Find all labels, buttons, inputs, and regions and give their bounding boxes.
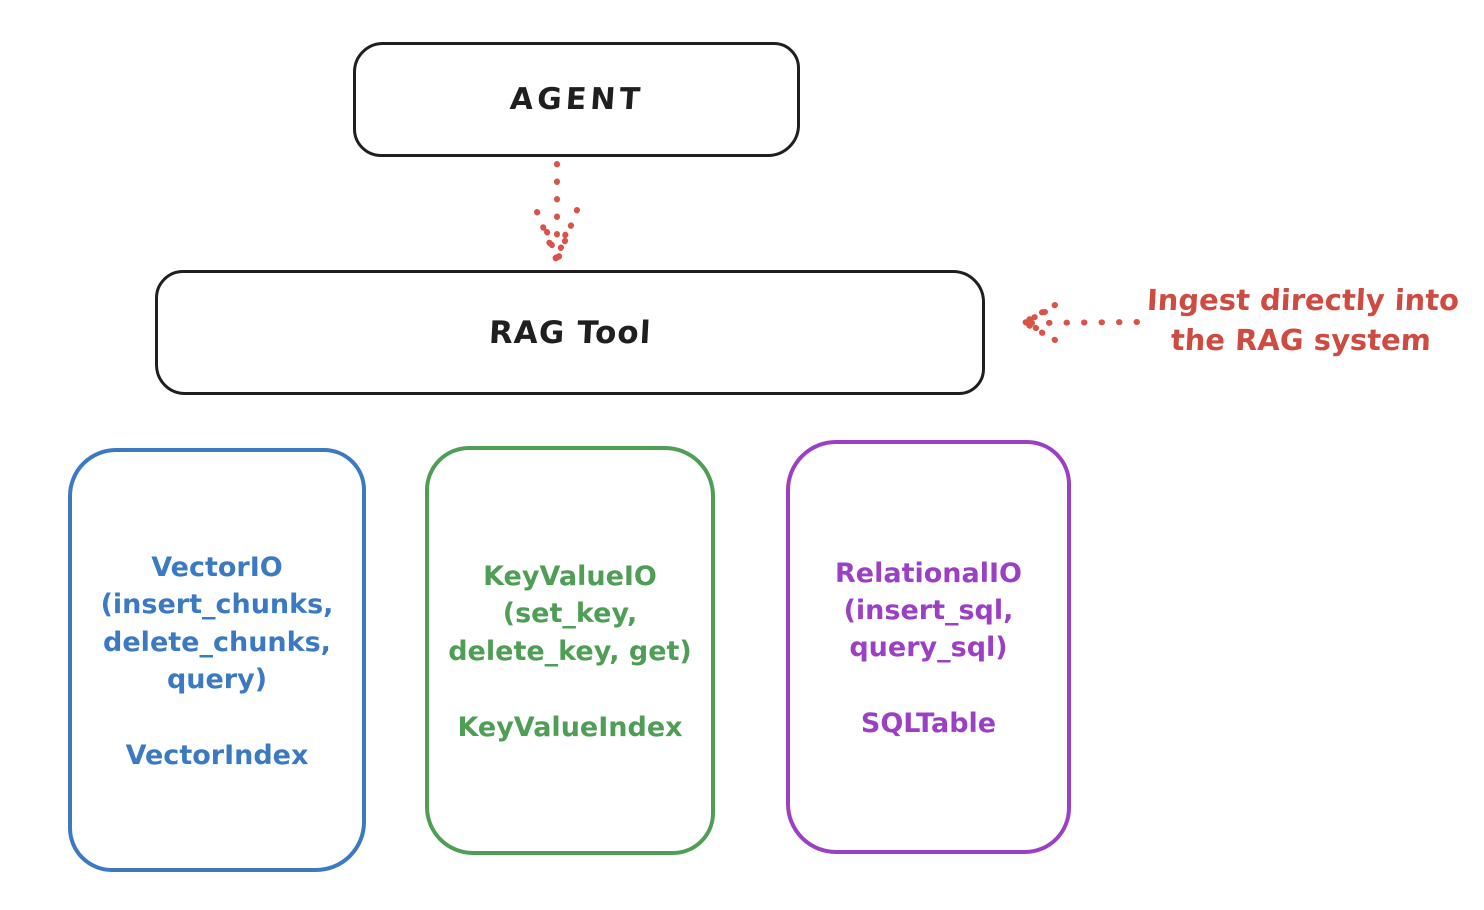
relational-io-index-label: SQLTable [860,708,997,740]
vector-io-node: VectorIO (insert_chunks, delete_chunks, … [68,448,366,872]
key-value-io-title: KeyValueIO (set_key, delete_key, get) [448,561,692,667]
key-value-io-index-label: KeyValueIndex [457,711,683,743]
agent-node: AGENT [353,42,800,157]
agent-label: AGENT [508,82,645,117]
key-value-io-node: KeyValueIO (set_key, delete_key, get) Ke… [425,446,715,855]
relational-io-node: RelationalIO (insert_sql, query_sql) SQL… [786,440,1071,854]
rag-tool-label: RAG Tool [487,314,653,351]
ingest-annotation-arrow-icon [1018,302,1140,343]
rag-tool-node: RAG Tool [155,270,985,395]
vector-io-index-label: VectorIndex [125,740,309,771]
relational-io-title: RelationalIO (insert_sql, query_sql) [835,557,1022,664]
vector-io-title: VectorIO (insert_chunks, delete_chunks, … [100,552,334,695]
agent-to-rag-arrow-icon [534,161,580,265]
ingest-annotation-text: Ingest directly into the RAG system [1146,283,1461,358]
